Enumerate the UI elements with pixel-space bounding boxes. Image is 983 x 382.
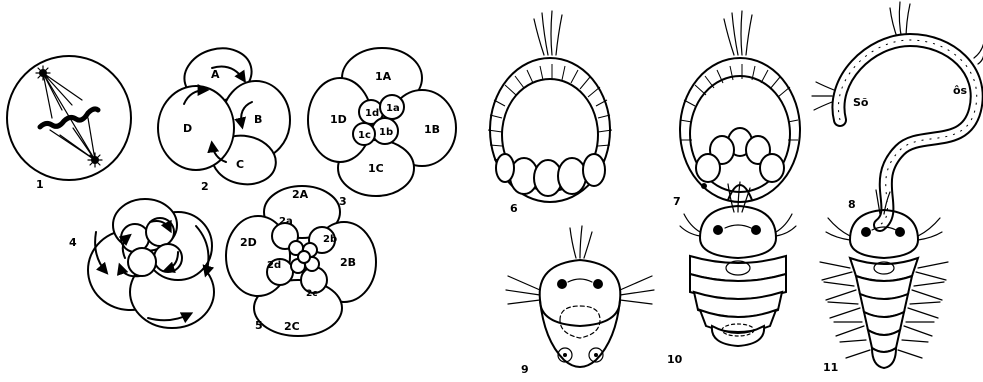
- cell-label: 1c: [358, 130, 371, 141]
- cell-label: B: [254, 113, 262, 126]
- cell-label: 2a: [279, 216, 293, 227]
- stage-number: 9: [521, 363, 529, 376]
- centrosome-bottom: [88, 153, 102, 167]
- stage-6-blastula: [488, 11, 612, 202]
- cell-label: 1d: [365, 108, 379, 119]
- stage-number: 7: [673, 195, 681, 208]
- svg-text:ôs: ôs: [953, 84, 968, 97]
- stage-number: 6: [510, 202, 518, 215]
- stage-7-apical-tuft: [724, 11, 752, 55]
- cell-label: 2D: [240, 236, 257, 249]
- stage-number: 8: [848, 198, 856, 211]
- cell-label: C: [236, 158, 244, 171]
- cell-label: 1A: [375, 70, 392, 83]
- cell-label: 1B: [424, 123, 440, 136]
- stage-6-apical-tuft: [534, 11, 562, 55]
- cell-label: 1C: [368, 162, 384, 175]
- stage-number: 1: [36, 178, 44, 191]
- stage-number: 4: [69, 236, 77, 249]
- centrosome-top: [36, 66, 50, 80]
- cell-label: 2b: [323, 234, 337, 245]
- cell-label: D: [183, 122, 192, 135]
- stage-number: 10: [667, 353, 683, 366]
- cell-label: 2B: [340, 256, 356, 269]
- stage-number: 11: [823, 361, 838, 374]
- cell-label: 2d: [267, 260, 281, 271]
- cell-label: 1a: [386, 103, 400, 114]
- stage-8-elongated-embryo: Sõ ôs: [812, 2, 983, 225]
- stage-4-spiral-cleavage: [88, 199, 214, 328]
- svg-text:Sõ: Sõ: [853, 96, 869, 109]
- cell-label: A: [211, 68, 220, 81]
- stage-9-apical-tuft: [570, 226, 592, 258]
- stage-1-spindle-cell: [7, 56, 131, 180]
- cell-label: 2c: [306, 289, 318, 299]
- stage-10-larva: [680, 182, 796, 346]
- stage-number: 5: [255, 319, 263, 332]
- stage-9-larva: [506, 226, 654, 367]
- stage-number: 3: [339, 195, 347, 208]
- cell-label: 1b: [379, 127, 393, 138]
- stage-2-four-cell: [158, 41, 290, 189]
- stage-7-gastrula: [680, 11, 800, 202]
- cell-label: 2A: [292, 188, 309, 201]
- cell-label: 2C: [284, 320, 300, 333]
- cell-label: 1D: [330, 113, 347, 126]
- stage-number: 2: [201, 180, 209, 193]
